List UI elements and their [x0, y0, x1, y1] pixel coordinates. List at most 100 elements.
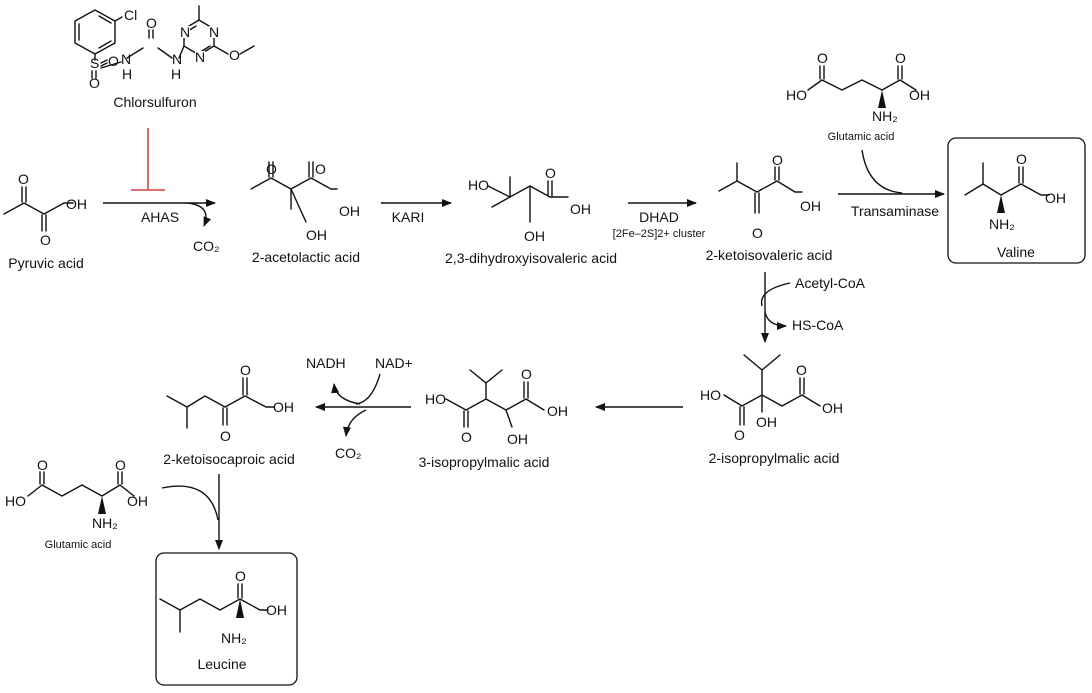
glutamic-bottom-label: Glutamic acid: [45, 539, 112, 551]
chlorsulfuron-n1: N: [121, 51, 131, 67]
nad-label: NAD+: [375, 355, 413, 371]
ketoisovaleric-o1: O: [772, 152, 783, 168]
isopropylmalic3-structure: HO O O OH OH 3-isopropylmalic acid: [419, 366, 568, 470]
leucine-transamination: [161, 474, 223, 550]
dhad-reaction: DHAD [2Fe–2S]2+ cluster: [613, 199, 706, 240]
chlorsulfuron-s: S: [90, 55, 99, 71]
glutamic-top-ho: HO: [786, 87, 807, 103]
acetolactic-oh1: OH: [339, 203, 360, 219]
chlorsulfuron-structure: Cl S O O N H O N H N N N O Chlorsulfuron: [74, 5, 255, 110]
glutamic-acid-top-structure: O O HO OH NH₂ Glutamic acid: [786, 50, 930, 143]
glutamic-top-label: Glutamic acid: [828, 131, 895, 143]
chlorsulfuron-o2: O: [89, 75, 100, 91]
glutamic-bottom-ho: HO: [5, 493, 26, 509]
valine-structure: O OH NH₂ Valine: [947, 137, 1086, 264]
acetylcoa-in: Acetyl-CoA: [795, 275, 866, 291]
acetolactic-o2: O: [315, 161, 326, 177]
glutamic-acid-bottom-structure: O O HO OH NH₂ Glutamic acid: [5, 457, 148, 551]
dhad-label: DHAD: [639, 209, 679, 225]
pyruvic-oh: OH: [66, 196, 87, 212]
ketoisocaproic-o2: O: [220, 428, 231, 444]
isopropylmalic2-structure: HO O OH O OH 2-isopropylmalic acid: [700, 354, 843, 466]
ketoisocaproic-structure: O OH O 2-ketoisocaproic acid: [163, 362, 295, 467]
glutamic-top-o2: O: [895, 50, 906, 66]
dihydroxyisovaleric-structure: HO O OH OH 2,3-dihydroxyisovaleric acid: [445, 165, 617, 266]
ketoisovaleric-o2: O: [752, 225, 763, 241]
nad-co2: CO₂: [335, 445, 361, 461]
leucine-nh2: NH₂: [221, 630, 247, 646]
leucine-o: O: [235, 568, 246, 584]
chlorsulfuron-cl: Cl: [124, 7, 137, 23]
pyruvic-o1: O: [18, 171, 29, 187]
glutamic-bottom-nh2: NH₂: [92, 515, 118, 531]
nadh-label: NADH: [306, 355, 346, 371]
isopropylmalic2-oh2: OH: [822, 400, 843, 416]
ketoisocaproic-oh: OH: [273, 399, 294, 415]
acetolactic-acid-label: 2-acetolactic acid: [252, 249, 360, 265]
ketoisocaproic-label: 2-ketoisocaproic acid: [163, 451, 295, 467]
chlorsulfuron-n3: N: [180, 24, 190, 40]
transaminase-reaction: Transaminase: [838, 149, 945, 219]
chlorsulfuron-n4: N: [195, 49, 205, 65]
ketoisovaleric-label: 2-ketoisovaleric acid: [706, 247, 833, 263]
dihydroxy-oh2: OH: [524, 228, 545, 244]
chlorsulfuron-h2: H: [171, 66, 181, 82]
glutamic-top-oh: OH: [909, 87, 930, 103]
chlorsulfuron-n5: N: [209, 24, 219, 40]
nad-reaction: NADH NAD+ CO₂: [306, 355, 413, 461]
ahas-reaction: AHAS CO₂: [103, 199, 219, 254]
chlorsulfuron-label: Chlorsulfuron: [113, 94, 196, 110]
dihydroxyisovaleric-label: 2,3-dihydroxyisovaleric acid: [445, 250, 617, 266]
isopropylmalic3-ho: HO: [425, 391, 446, 407]
dhad-cofactor: [2Fe–2S]2+ cluster: [613, 228, 706, 240]
pyruvic-o2: O: [40, 232, 51, 248]
acetolactic-acid-structure: O O OH OH 2-acetolactic acid: [250, 161, 360, 265]
dihydroxy-o: O: [545, 165, 556, 181]
ketoisovaleric-oh: OH: [800, 198, 821, 214]
glutamic-top-o1: O: [817, 50, 828, 66]
glutamic-top-nh2: NH₂: [872, 108, 898, 124]
chlorsulfuron-h1: H: [122, 66, 132, 82]
pyruvic-acid-label: Pyruvic acid: [8, 255, 83, 271]
isopropylmalic3-o2: O: [521, 366, 532, 382]
chlorsulfuron-n2: N: [172, 51, 182, 67]
chlorsulfuron-o4: O: [229, 47, 240, 63]
leucine-label: Leucine: [197, 656, 246, 672]
leucine-structure: O OH NH₂ Leucine: [155, 552, 298, 686]
acetylcoa-out: HS-CoA: [792, 317, 844, 333]
ketoisocaproic-o1: O: [240, 362, 251, 378]
pyruvic-acid-structure: O OH O Pyruvic acid: [3, 171, 87, 271]
isopropylmalic3-oh1: OH: [547, 403, 568, 419]
valine-nh2: NH₂: [989, 216, 1015, 232]
isopropylmalic3-oh2: OH: [507, 431, 528, 447]
acetylcoa-reaction: Acetyl-CoA HS-CoA: [760, 272, 866, 343]
chlorsulfuron-o1: O: [108, 53, 119, 69]
valine-o: O: [1016, 151, 1027, 167]
ahas-co2: CO₂: [193, 238, 219, 254]
isopropylmalic2-ho: HO: [700, 387, 721, 403]
glutamic-bottom-o2: O: [115, 457, 126, 473]
ketoisovaleric-structure: O OH O 2-ketoisovaleric acid: [706, 152, 833, 263]
isopropylmalic2-o1: O: [734, 427, 745, 443]
isopropylmalic2-label: 2-isopropylmalic acid: [709, 450, 840, 466]
chlorsulfuron-o3: O: [146, 15, 157, 31]
kari-label: KARI: [392, 209, 425, 225]
isopropylmalic2-oh1: OH: [756, 414, 777, 430]
isopropylmalic2-o2: O: [796, 362, 807, 378]
glutamic-bottom-o1: O: [37, 457, 48, 473]
inhibition-symbol: [131, 128, 165, 191]
acetolactic-oh2: OH: [306, 227, 327, 243]
valine-label: Valine: [997, 244, 1035, 260]
dihydroxy-ho: HO: [468, 177, 489, 193]
kari-reaction: KARI: [381, 199, 452, 225]
isopropylmalic3-label: 3-isopropylmalic acid: [419, 454, 550, 470]
ahas-label: AHAS: [141, 209, 179, 225]
isopropylmalic3-o1: O: [461, 429, 472, 445]
valine-oh: OH: [1045, 190, 1066, 206]
glutamic-bottom-oh: OH: [127, 493, 148, 509]
dihydroxy-oh1: OH: [570, 201, 591, 217]
acetolactic-o1: O: [266, 161, 277, 177]
transaminase-label: Transaminase: [851, 203, 939, 219]
leucine-oh: OH: [266, 602, 287, 618]
